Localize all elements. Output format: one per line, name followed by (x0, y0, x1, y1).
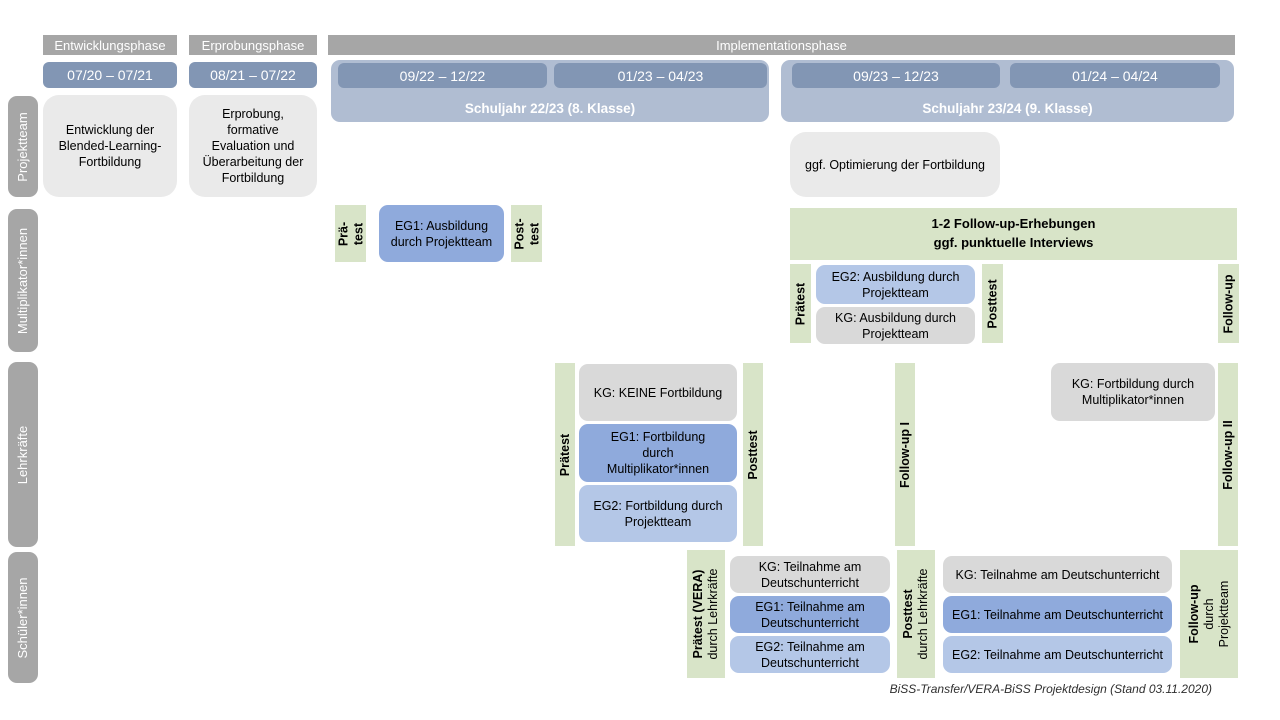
period-pill-0923-1223: 09/23 – 12/23 (792, 63, 1000, 88)
box-multiplikatoren-eg2-ausbildung: EG2: Ausbildung durch Projektteam (816, 265, 975, 304)
row-label-schuelerinnen-text: Schüler*innen (15, 577, 31, 658)
bar-multiplikatoren-praetest-1: Prä- test (335, 205, 366, 262)
bar-schueler-praetest-vera-sub: durch Lehrkräfte (706, 568, 720, 660)
box-multiplikatoren-kg-ausbildung: KG: Ausbildung durch Projektteam (816, 307, 975, 344)
box-schueler-eg1-teilnahme-1: EG1: Teilnahme am Deutschunterricht (730, 596, 890, 633)
bar-lehrkraefte-praetest-text: Prätest (557, 433, 572, 476)
box-lehrkraefte-kg-keine-fortbildung: KG: KEINE Fortbildung (579, 364, 737, 421)
period-pill-0720-0721: 07/20 – 07/21 (43, 62, 177, 88)
box-lehrkraefte-eg1-fortbildung: EG1: Fortbildung durch Multiplikator*inn… (579, 424, 737, 482)
period-pill-0821-0722: 08/21 – 07/22 (189, 62, 317, 88)
bar-multiplikatoren-posttest-1-text: Post- test (511, 217, 541, 250)
box-multiplikatoren-eg1-ausbildung: EG1: Ausbildung durch Projektteam (379, 205, 504, 262)
bar-multiplikatoren-followup-text: Follow-up (1221, 274, 1235, 334)
box-lehrkraefte-kg-fortbildung-multiplikatoren: KG: Fortbildung durch Multiplikator*inne… (1051, 363, 1215, 421)
bar-multiplikatoren-followup: Follow-up (1218, 264, 1239, 343)
schoolyear-label-22-23: Schuljahr 22/23 (8. Klasse) (464, 101, 636, 116)
box-optimierung-fortbildung: ggf. Optimierung der Fortbildung (790, 132, 1000, 197)
bar-lehrkraefte-followup-2: Follow-up II (1218, 363, 1238, 546)
box-schueler-kg-teilnahme-2: KG: Teilnahme am Deutschunterricht (943, 556, 1172, 593)
bar-schueler-followup-sub: durch Projektteam (1201, 580, 1231, 648)
bar-lehrkraefte-posttest: Posttest (743, 363, 763, 546)
box-schueler-eg1-teilnahme-2: EG1: Teilnahme am Deutschunterricht (943, 596, 1172, 633)
box-followup-erhebungen: 1-2 Follow-up-Erhebungen ggf. punktuelle… (790, 208, 1237, 260)
phase-header-entwicklungsphase: Entwicklungsphase (43, 35, 177, 55)
bar-multiplikatoren-posttest-1: Post- test (511, 205, 542, 262)
period-pill-0124-0424: 01/24 – 04/24 (1010, 63, 1220, 88)
bar-lehrkraefte-followup-1-text: Follow-up I (897, 421, 912, 488)
box-schueler-kg-teilnahme-1: KG: Teilnahme am Deutschunterricht (730, 556, 890, 593)
period-pill-0922-1222: 09/22 – 12/22 (338, 63, 547, 88)
bar-lehrkraefte-posttest-text: Posttest (745, 429, 760, 480)
bar-multiplikatoren-posttest-2: Posttest (982, 264, 1003, 343)
row-label-schuelerinnen: Schüler*innen (8, 552, 38, 683)
row-label-multiplikatorinnen: Multiplikator*innen (8, 209, 38, 352)
box-schueler-eg2-teilnahme-2: EG2: Teilnahme am Deutschunterricht (943, 636, 1172, 673)
bar-multiplikatoren-posttest-2-text: Posttest (985, 278, 999, 329)
phase-header-implementationsphase: Implementationsphase (328, 35, 1235, 55)
row-label-lehrkraefte-text: Lehrkräfte (15, 425, 31, 484)
row-label-projektteam: Projektteam (8, 96, 38, 197)
bar-schueler-praetest-vera: Prätest (VERA) durch Lehrkräfte (687, 550, 725, 678)
bar-schueler-praetest-vera-title: Prätest (VERA) (691, 569, 705, 659)
bar-schueler-followup-title: Follow-up (1186, 584, 1201, 644)
row-label-projektteam-text: Projektteam (15, 111, 31, 182)
schoolyear-label-23-24: Schuljahr 23/24 (9. Klasse) (922, 101, 1093, 116)
row-label-multiplikatorinnen-text: Multiplikator*innen (15, 227, 31, 334)
period-pill-0123-0423: 01/23 – 04/23 (554, 63, 767, 88)
bar-multiplikatoren-praetest-2: Prätest (790, 264, 811, 343)
bar-schueler-posttest: Posttest durch Lehrkräfte (897, 550, 935, 678)
bar-schueler-followup: Follow-up durch Projektteam (1180, 550, 1238, 678)
box-schueler-eg2-teilnahme-1: EG2: Teilnahme am Deutschunterricht (730, 636, 890, 673)
diagram-caption: BiSS-Transfer/VERA-BiSS Projektdesign (S… (889, 682, 1212, 696)
bar-schueler-posttest-title: Posttest (901, 589, 915, 639)
box-entwicklung-fortbildung: Entwicklung der Blended-Learning-Fortbil… (43, 95, 177, 197)
box-lehrkraefte-eg2-fortbildung: EG2: Fortbildung durch Projektteam (579, 485, 737, 542)
bar-lehrkraefte-followup-2-text: Follow-up II (1220, 419, 1235, 490)
bar-multiplikatoren-praetest-1-text: Prä- test (335, 221, 365, 246)
box-erprobung-evaluation: Erprobung, formative Evaluation und Über… (189, 95, 317, 197)
row-label-lehrkraefte: Lehrkräfte (8, 362, 38, 547)
bar-lehrkraefte-praetest: Prätest (555, 363, 575, 546)
bar-multiplikatoren-praetest-2-text: Prätest (793, 282, 807, 325)
bar-lehrkraefte-followup-1: Follow-up I (895, 363, 915, 546)
bar-schueler-posttest-sub: durch Lehrkräfte (916, 568, 930, 660)
phase-header-erprobungsphase: Erprobungsphase (189, 35, 317, 55)
